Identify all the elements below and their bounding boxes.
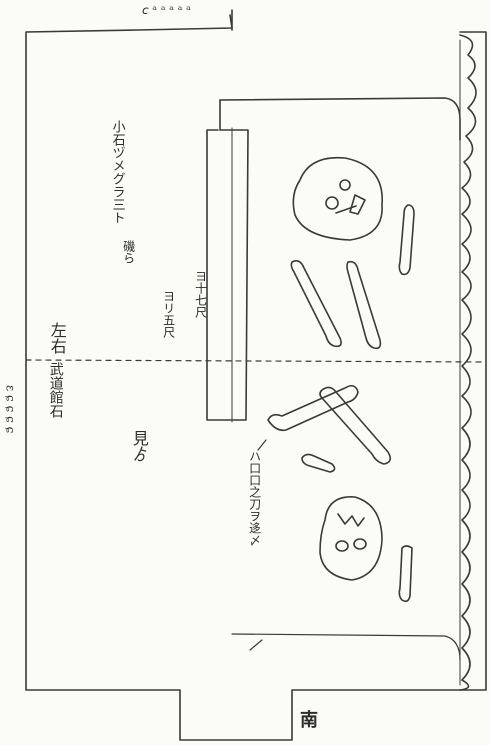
upper-bone-b — [346, 260, 382, 350]
upper-bone-c — [398, 204, 415, 276]
left-lower-label: 武道館石 — [47, 362, 64, 418]
crossed-bone-b — [319, 386, 392, 465]
mid-note-a: ヨリ五尺 — [161, 290, 176, 338]
small-bone — [301, 453, 336, 473]
top-note-text: 𝘤 ᵃ ᵃ ᵃ ᵃ ᵃ — [142, 3, 191, 17]
lower-left-label: 見ゟ — [129, 430, 149, 462]
crossed-bone-a — [267, 384, 359, 432]
upper-note-a: 小石ヅメグラ三ト — [109, 120, 125, 224]
upper-note-b: 磯ら — [121, 240, 136, 264]
coffin-left-rail — [206, 99, 249, 421]
right-wall-stones — [459, 34, 477, 691]
lower-note-text: ハ口口之刀ヲ迻〆 — [247, 450, 262, 546]
enclosure-outline — [25, 14, 487, 741]
left-upper-label: 左右 — [47, 322, 67, 354]
coffin-bottom-rail — [231, 633, 461, 661]
note-arrow — [249, 439, 267, 651]
center-dashed-line — [25, 359, 487, 363]
coffin-top-rail — [219, 97, 461, 141]
upper-skull — [292, 156, 383, 241]
upper-bone-a — [290, 260, 342, 348]
lower-bone — [398, 545, 413, 603]
left-edge-text: ɛ ɕ ɕ ɕ ɕ — [3, 385, 18, 434]
mid-note-b: ヨ十七尺 — [193, 270, 208, 318]
south-direction-label: 南 — [300, 710, 318, 731]
lower-skull — [319, 496, 383, 581]
